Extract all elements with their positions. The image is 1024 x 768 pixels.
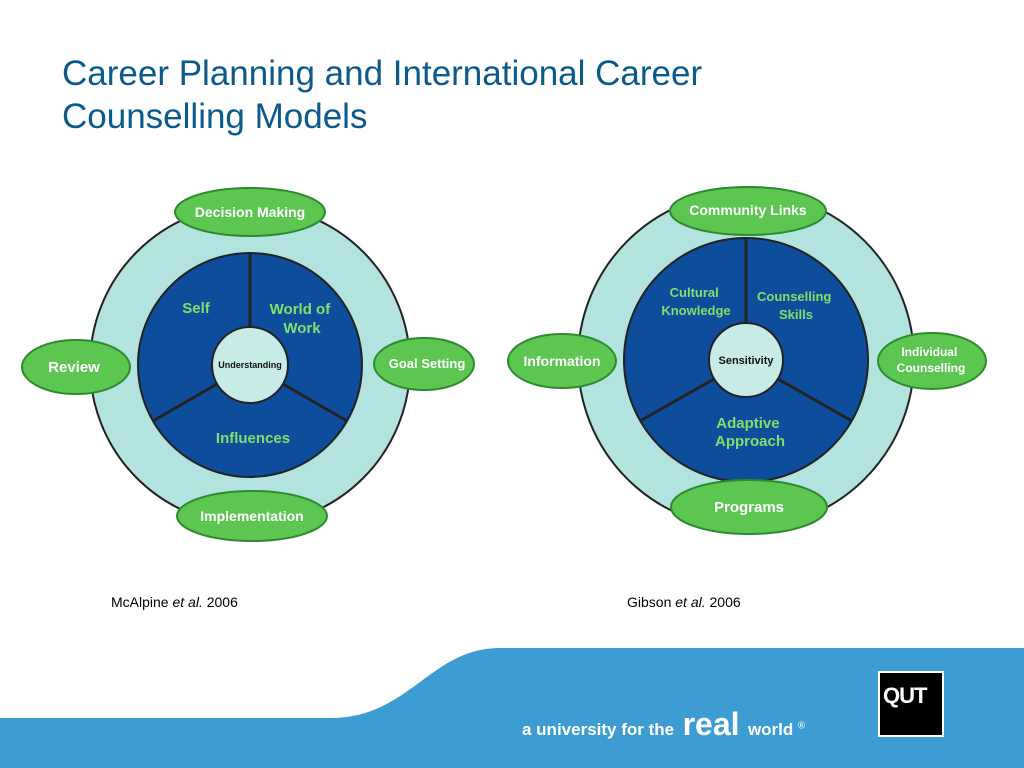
slide-title-line-1: Career Planning and International Career (62, 54, 703, 93)
mcalpine-pill-review (21, 339, 131, 395)
gibson-divider-left (639, 377, 715, 423)
caption-gibson-year: 2006 (709, 594, 741, 610)
mcalpine-pill-implementation (176, 490, 328, 542)
mcalpine-pill-implementation-label: Implementation (200, 508, 303, 524)
mcalpine-sector-self-line: Self (182, 300, 211, 317)
tagline-world: world (747, 720, 794, 739)
slide-title: Career Planning and International Career… (62, 52, 962, 138)
mcalpine-divider-right (282, 382, 348, 423)
gibson-divider-right (777, 377, 853, 423)
mcalpine-pill-goal-setting-label: Goal Setting (389, 356, 466, 371)
gibson-sector-adaptive-line-2: Approach (715, 433, 785, 450)
mcalpine-pill-review-label: Review (48, 359, 100, 376)
footer-band (0, 648, 1024, 768)
caption-mcalpine: McAlpine et al. 2006 (111, 594, 238, 610)
gibson-pill-individual-line-2: Counselling (897, 361, 966, 375)
mcalpine-sector-world-line-1: World of (270, 301, 332, 318)
gibson-sector-counselling-skills: Counselling Skills (757, 289, 835, 322)
mcalpine-model-diagram: Understanding Self World of Work Influen… (21, 187, 475, 542)
qut-logo: QUT (878, 671, 944, 737)
gibson-pill-information (507, 333, 617, 389)
caption-mcalpine-author: McAlpine (111, 594, 169, 610)
gibson-sector-cultural-line-1: Cultural (670, 285, 719, 300)
gibson-pill-community-links-label: Community Links (689, 202, 807, 218)
gibson-sector-cultural-line-2: Knowledge (661, 303, 730, 318)
tagline-real: real (682, 706, 740, 742)
gibson-center-label: Sensitivity (718, 355, 774, 367)
caption-mcalpine-year: 2006 (206, 594, 238, 610)
caption-gibson-etal: et al. (675, 594, 706, 610)
caption-mcalpine-etal: et al. (172, 594, 203, 610)
gibson-model-diagram: Sensitivity Cultural Knowledge Counselli… (507, 186, 987, 535)
gibson-sector-counselling-line-1: Counselling (757, 289, 831, 304)
mcalpine-center-label: Understanding (218, 360, 282, 370)
gibson-pill-community-links (669, 186, 827, 236)
gibson-pill-individual-counselling-label: Individual Counselling (897, 345, 966, 375)
footer-tagline: a university for the real world ® (522, 706, 805, 743)
gibson-sector-counselling-line-2: Skills (779, 307, 813, 322)
mcalpine-center-circle (211, 326, 289, 404)
gibson-pill-information-label: Information (524, 353, 601, 369)
slide-title-line-2: Counselling Models (62, 97, 368, 136)
gibson-sector-adaptive-approach: Adaptive Approach (715, 415, 785, 450)
gibson-pill-programs-label: Programs (714, 499, 784, 516)
caption-gibson-author: Gibson (627, 594, 672, 610)
gibson-pill-programs (670, 479, 828, 535)
gibson-pill-individual-line-1: Individual (901, 345, 957, 359)
mcalpine-pill-decision-making (174, 187, 326, 237)
mcalpine-sector-influences-line: Influences (216, 430, 290, 447)
gibson-sector-cultural-knowledge: Cultural Knowledge (661, 285, 730, 318)
gibson-pill-individual-counselling (877, 332, 987, 390)
mcalpine-sector-world-of-work: World of Work (270, 301, 335, 337)
registered-mark: ® (797, 720, 806, 732)
mcalpine-divider-left (152, 382, 218, 423)
tagline-prefix: a university for the (522, 720, 675, 739)
gibson-sector-adaptive-line-1: Adaptive (716, 415, 779, 432)
mcalpine-sector-self: Self (182, 300, 211, 317)
mcalpine-pill-decision-making-label: Decision Making (195, 204, 305, 220)
caption-gibson: Gibson et al. 2006 (627, 594, 741, 610)
mcalpine-sector-world-line-2: Work (283, 320, 321, 337)
mcalpine-sector-influences: Influences (216, 430, 290, 447)
mcalpine-pill-goal-setting (373, 337, 475, 391)
gibson-center-circle (708, 322, 784, 398)
